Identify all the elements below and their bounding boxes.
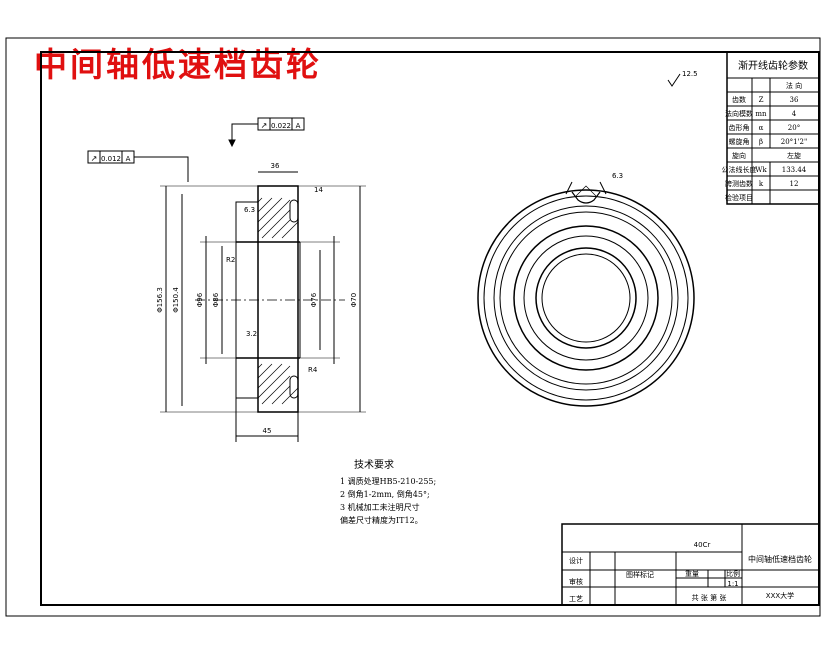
dim-14: 14	[314, 186, 323, 194]
tol1-datum: A	[296, 122, 301, 130]
tb-field-design: 设计	[569, 556, 583, 565]
tol1-value: 0.022	[271, 122, 291, 130]
params-cell: Z	[759, 96, 764, 104]
dim-r2: R2	[226, 256, 235, 264]
params-cell: 12	[790, 180, 799, 188]
params-cell: 跨测齿数	[725, 179, 753, 188]
tech-req-3: 3 机械加工未注明尺寸	[340, 502, 420, 512]
tech-req-title: 技术要求	[354, 458, 394, 471]
params-title: 渐开线齿轮参数	[738, 59, 808, 72]
tech-req-2: 2 倒角1-2mm, 倒角45°;	[340, 489, 430, 499]
tb-field-scale: 比例	[726, 569, 740, 578]
roughness-shaft: 3.2	[246, 330, 257, 338]
params-cell: 旋向	[732, 151, 746, 160]
part-name: 中间轴低速档齿轮	[748, 554, 812, 564]
tol2-symbol: ↗	[91, 154, 98, 163]
params-cell: 4	[792, 110, 797, 118]
tb-field-review: 审核	[569, 577, 583, 586]
params-cell: 法 向	[786, 81, 802, 90]
params-cell: Wk	[755, 166, 767, 174]
params-cell: 133.44	[782, 166, 807, 174]
params-cell: 螺旋角	[729, 137, 750, 146]
params-cell: 检验项目	[725, 193, 753, 202]
params-table	[726, 51, 820, 205]
dim-pitch-dia: Φ150.4	[172, 287, 180, 313]
params-cell: 公法线长度	[722, 165, 757, 174]
gear-front-view	[477, 181, 695, 407]
tol2-datum: A	[126, 155, 131, 163]
dim-70: Φ70	[350, 293, 358, 307]
params-cell: k	[759, 180, 764, 188]
params-cell: 法向模数	[725, 109, 753, 118]
title-block	[561, 523, 820, 606]
dim-r4: R4	[308, 366, 318, 374]
tb-field-mark: 图样标记	[626, 570, 654, 579]
tolerance-frame-1	[228, 117, 305, 148]
params-cell: β	[759, 138, 763, 146]
params-cell: mn	[755, 110, 767, 118]
dim-45: 45	[263, 427, 272, 435]
tech-req-1: 1 调质处理HB5-210-255;	[340, 476, 436, 486]
dim-outer-dia: Φ156.3	[156, 287, 164, 313]
tol1-symbol: ↗	[261, 121, 268, 130]
params-cell: 齿数	[732, 95, 746, 104]
tb-scale-value: 1:1	[727, 580, 738, 588]
dim-width: 36	[271, 162, 280, 170]
roughness-teeth: 6.3	[612, 172, 623, 180]
dim-bore-dia: Φ86	[212, 292, 220, 307]
dim-hub-dia: Φ96	[196, 292, 204, 307]
tolerance-frame-2	[87, 150, 189, 182]
dim-inner-dia: Φ76	[310, 292, 318, 307]
gear-section-view	[160, 171, 366, 442]
params-cell: 36	[790, 96, 799, 104]
tb-school: XXX大学	[766, 591, 794, 600]
tb-field-process: 工艺	[569, 595, 583, 603]
tb-field-weight: 重量	[685, 570, 699, 578]
tech-req-4: 偏差尺寸精度为IT12。	[340, 515, 423, 525]
params-cell: 20°1'2"	[781, 138, 807, 146]
params-cell: α	[759, 124, 764, 132]
tol2-value: 0.012	[101, 155, 121, 163]
params-cell: 齿形角	[729, 123, 750, 132]
roughness-general-value: 12.5	[682, 70, 698, 78]
outer-border	[5, 37, 821, 617]
inner-frame	[40, 51, 820, 606]
tb-sheet: 共 张 第 张	[692, 593, 727, 602]
params-cell: 左旋	[787, 151, 801, 160]
roughness-symbol-general	[667, 73, 681, 87]
params-cell: 20°	[788, 124, 800, 132]
roughness-hub: 6.3	[244, 206, 255, 214]
material-label: 40Cr	[694, 541, 711, 549]
